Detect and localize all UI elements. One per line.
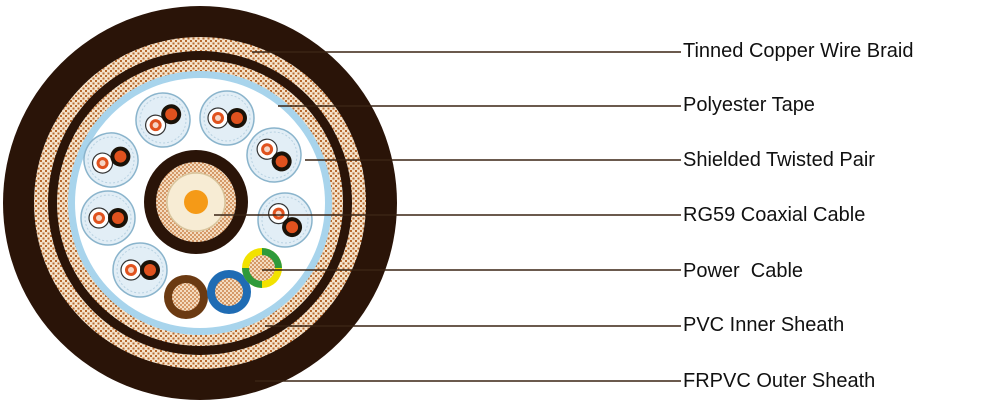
label-rg59-coaxial-cable: RG59 Coaxial Cable <box>683 204 866 226</box>
label-polyester-tape: Polyester Tape <box>683 94 815 116</box>
label-frpvc-outer-sheath: FRPVC Outer Sheath <box>683 370 876 392</box>
shielded-twisted-pair <box>135 92 191 148</box>
power-cable <box>164 248 282 319</box>
label-power-cable: Power Cable <box>683 260 804 282</box>
label-tinned-copper-wire-braid: Tinned Copper Wire Braid <box>683 40 914 62</box>
shielded-twisted-pair <box>199 90 255 146</box>
shielded-twisted-pair <box>83 132 139 188</box>
label-pvc-inner-sheath: PVC Inner Sheath <box>683 314 845 336</box>
rg59-coaxial-cable <box>144 150 248 254</box>
power-core-green-yellow <box>242 248 282 288</box>
label-shielded-twisted-pair: Shielded Twisted Pair <box>683 149 875 171</box>
power-core-blue <box>207 270 251 314</box>
shielded-twisted-pair <box>80 190 136 246</box>
power-core-brown <box>164 275 208 319</box>
shielded-twisted-pair <box>246 127 302 183</box>
shielded-twisted-pair <box>112 242 168 298</box>
